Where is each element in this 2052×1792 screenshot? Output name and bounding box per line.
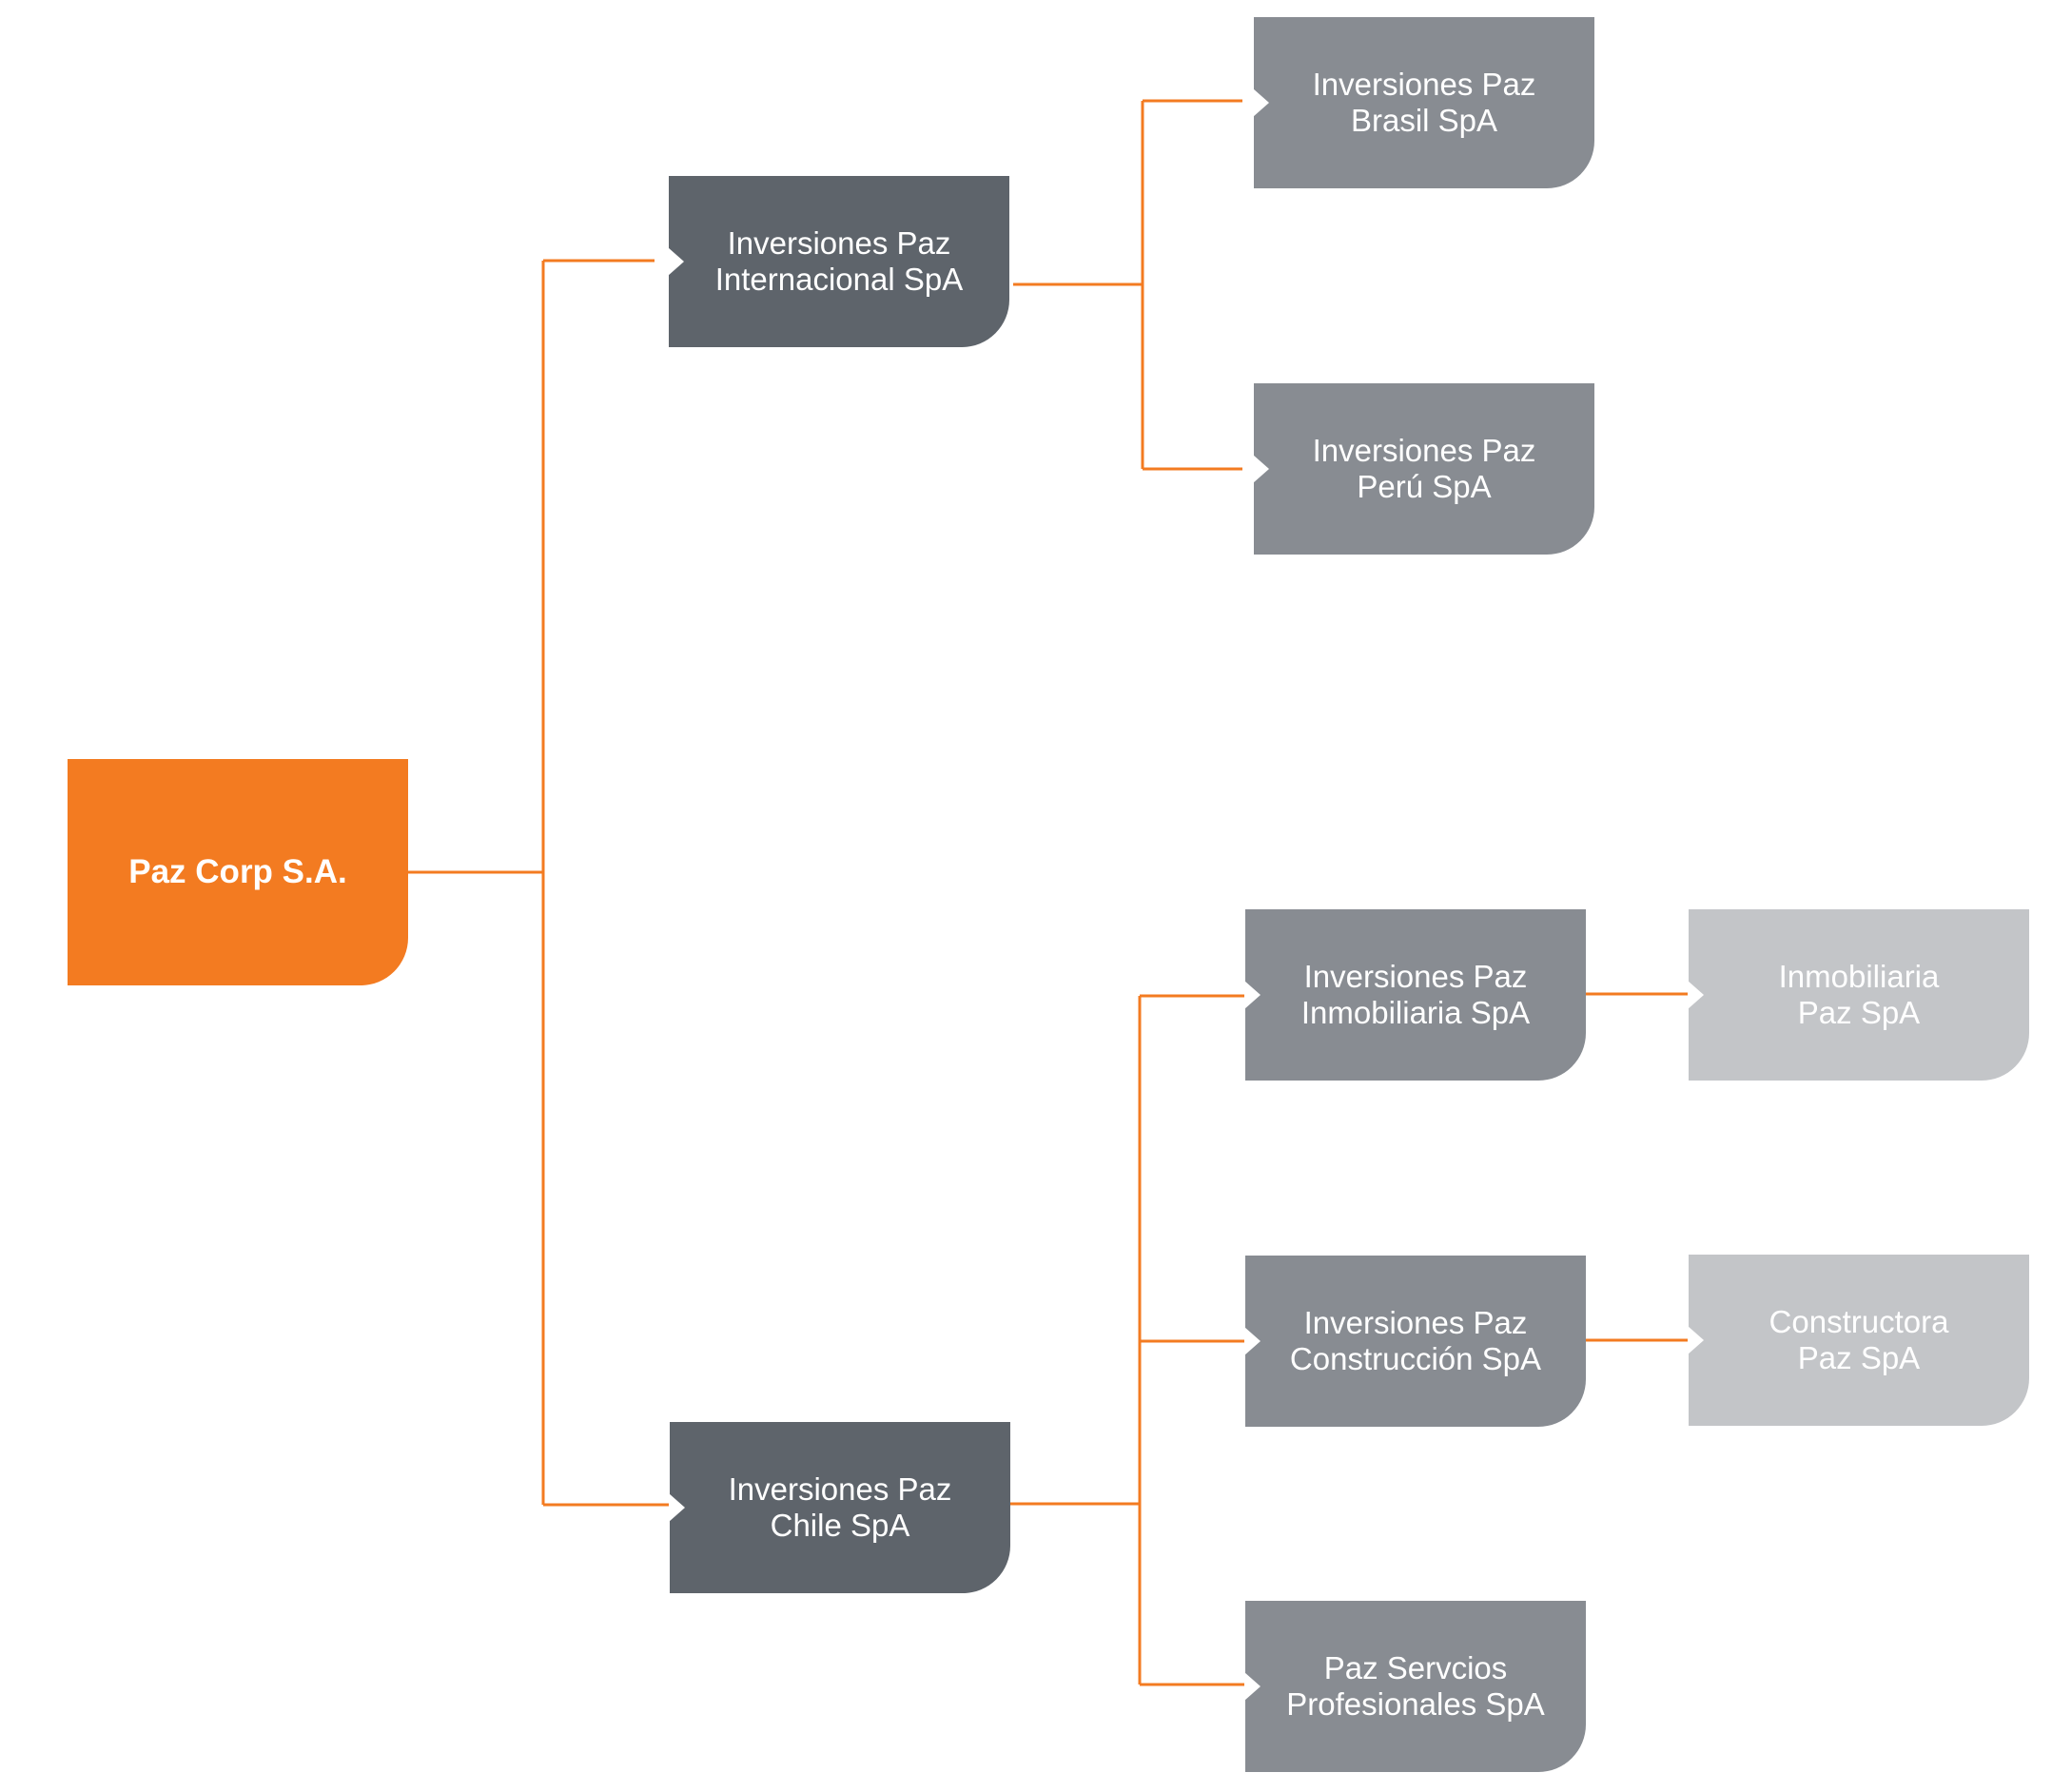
connector-notch: [1244, 1672, 1261, 1701]
node-label-line-2: Construcción SpA: [1289, 1341, 1542, 1376]
connector-notch: [669, 1493, 685, 1522]
node-label-line-2: Perú SpA: [1357, 469, 1492, 504]
node-label-line-2: Internacional SpA: [714, 262, 964, 297]
node-inversiones-paz-brasil: Inversiones Paz Brasil SpA: [1253, 17, 1594, 188]
node-label-line-1: Inversiones Paz: [1303, 959, 1528, 994]
node-label-line-1: Constructora: [1769, 1304, 1949, 1339]
node-label-line-1: Inversiones Paz: [1312, 67, 1536, 102]
node-label-line-1: Inversiones Paz: [727, 225, 951, 261]
node-inversiones-paz-inmobiliaria: Inversiones Paz Inmobiliaria SpA: [1244, 909, 1586, 1081]
node-inversiones-paz-peru: Inversiones Paz Perú SpA: [1253, 383, 1594, 555]
node-label-line-1: Inversiones Paz: [728, 1471, 952, 1507]
node-label-line-1: Inversiones Paz: [1303, 1305, 1528, 1340]
connector-notch: [1253, 88, 1269, 117]
node-label-line-1: Inversiones Paz: [1312, 433, 1536, 468]
node-label-line-2: Profesionales SpA: [1286, 1686, 1545, 1722]
node-label-line-2: Chile SpA: [770, 1508, 910, 1543]
connector-notch: [1244, 981, 1261, 1009]
node-label-line-2: Paz SpA: [1797, 1340, 1921, 1375]
node-label-line-2: Brasil SpA: [1350, 103, 1498, 138]
node-constructora-paz: Constructora Paz SpA: [1688, 1255, 2029, 1426]
connector-notch: [1688, 981, 1704, 1009]
node-paz-servicios-profesionales: Paz Servcios Profesionales SpA: [1244, 1601, 1586, 1772]
node-paz-corp: Paz Corp S.A.: [68, 759, 408, 985]
node-inversiones-paz-internacional: Inversiones Paz Internacional SpA: [668, 176, 1009, 347]
connector-notch: [1253, 455, 1269, 483]
node-inversiones-paz-chile: Inversiones Paz Chile SpA: [669, 1422, 1010, 1593]
node-label-line-1: Paz Corp S.A.: [128, 853, 347, 890]
node-label-line-1: Paz Servcios: [1323, 1650, 1508, 1685]
connector-notch: [668, 247, 684, 276]
connector-notch: [1688, 1326, 1704, 1354]
node-inmobiliaria-paz: Inmobiliaria Paz SpA: [1688, 909, 2029, 1081]
node-label-line-1: Inmobiliaria: [1778, 959, 1940, 994]
node-label-line-2: Paz SpA: [1797, 995, 1921, 1030]
node-inversiones-paz-construccion: Inversiones Paz Construcción SpA: [1244, 1256, 1586, 1427]
node-label-line-2: Inmobiliaria SpA: [1300, 995, 1531, 1030]
connector-notch: [1244, 1327, 1261, 1355]
